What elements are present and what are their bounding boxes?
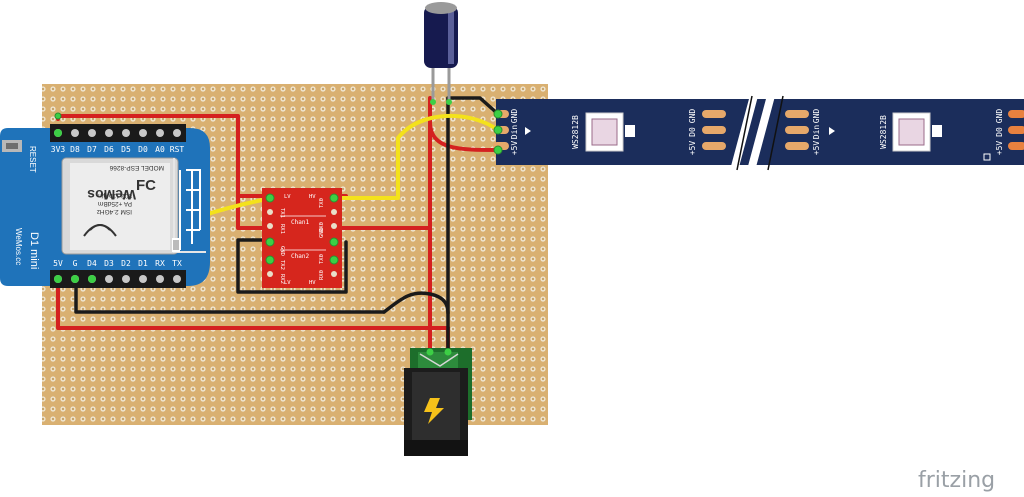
capacitor — [424, 2, 458, 105]
strip-pads-mid-left — [702, 110, 726, 150]
ls-gnd-left: GND — [279, 246, 285, 256]
strip-label-din-left: Din — [510, 125, 519, 140]
ls-tx1: TX1 — [279, 208, 285, 218]
strip-chip-label-2: WS2812B — [879, 115, 888, 149]
board-name: D1 mini — [28, 232, 40, 269]
module-standard: 802.11b/g/n — [98, 192, 132, 199]
strip-label-5v-mr: +5V — [812, 141, 821, 156]
pin-label-g: G — [73, 259, 78, 268]
pin-label-d8: D8 — [70, 145, 80, 154]
wemos-d1-mini: 3V3 D8 D7 D6 D5 D0 A0 RST 5V G D4 D3 D2 … — [0, 124, 210, 288]
reset-button — [2, 140, 22, 152]
led-strip: GND Din +5V GND D0 +5V GND Din +5V GND D… — [493, 92, 1024, 174]
ls-rx0-top: RX0 — [319, 222, 325, 232]
pin-label-d5: D5 — [121, 145, 131, 154]
strip-label-din-mr: Din — [812, 125, 821, 140]
wemos-brand: WeMos — [87, 187, 136, 203]
strip-label-gnd-mr: GND — [812, 109, 821, 124]
strip-arrow-icon — [525, 127, 531, 135]
ls-gnd-right: GND — [319, 228, 325, 238]
strip-pads-mid-right — [785, 110, 809, 150]
pin-label-d4: D4 — [87, 259, 97, 268]
pin-label-d6: D6 — [104, 145, 114, 154]
strip-label-5v-left: +5V — [510, 141, 519, 156]
wifi-icon — [83, 224, 117, 237]
ls-tx0-top: TX0 — [319, 198, 325, 208]
level-shifter: LV HV Chan1 GND GND Chan2 LV HV TX1 RX1 … — [262, 188, 342, 288]
strip-label-gnd-right: GND — [995, 109, 1004, 124]
ls-tx2: TX2 — [279, 260, 285, 270]
ls-lv-top: LV — [284, 194, 291, 200]
pin-label-tx: TX — [172, 259, 182, 268]
esp8266-module: FC MODEL ESP-8266 ISM 2.4GHz PA +25dBm 8… — [61, 157, 206, 255]
pin-label-rst: RST — [170, 145, 185, 154]
pin-label-d3: D3 — [104, 259, 114, 268]
ls-rx1: RX1 — [279, 224, 285, 234]
pin-label-d0: D0 — [138, 145, 148, 154]
strip-label-d0-ml: D0 — [688, 127, 697, 137]
strip-arrow-icon-2 — [829, 127, 835, 135]
ls-hv-top: HV — [309, 194, 316, 200]
pin-label-a0: A0 — [155, 145, 165, 154]
ls-lv-bottom: LV — [284, 280, 291, 286]
strip-label-5v-right: +5V — [995, 141, 1004, 156]
pin-label-rx: RX — [155, 259, 165, 268]
dc-power-jack — [404, 348, 472, 456]
ls-rx0-bottom: RX0 — [319, 270, 325, 280]
strip-label-d0-right: D0 — [995, 127, 1004, 137]
led-chip-2 — [892, 112, 942, 152]
antenna-trace-icon — [179, 169, 201, 250]
strip-chip-label-1: WS2812B — [571, 115, 580, 149]
pin-label-d7: D7 — [87, 145, 97, 154]
strip-label-5v-ml: +5V — [688, 141, 697, 156]
strip-pads-right — [1008, 110, 1024, 150]
led-chip-1 — [585, 112, 635, 152]
reset-label: RESET — [28, 146, 37, 173]
fritzing-watermark: fritzing — [918, 468, 995, 493]
ls-chan1: Chan1 — [291, 219, 309, 226]
pin-label-3v3: 3V3 — [51, 145, 66, 154]
module-model: MODEL ESP-8266 — [109, 164, 164, 171]
board-site: WeMos.cc — [14, 228, 23, 265]
lightning-icon — [424, 398, 444, 424]
ls-hv-bottom: HV — [309, 280, 316, 286]
module-pa: PA +25dBm — [98, 200, 132, 207]
ls-rx2: RX2 — [279, 274, 285, 284]
pin-label-d2: D2 — [121, 259, 131, 268]
strip-label-gnd-left: GND — [510, 109, 519, 124]
fcc-mark: FC — [136, 177, 156, 194]
ls-chan2: Chan2 — [291, 253, 309, 260]
pin-label-5v: 5V — [53, 259, 63, 268]
ls-tx0-bottom: TX0 — [319, 254, 325, 264]
pin-label-d1: D1 — [138, 259, 148, 268]
module-ism: ISM 2.4GHz — [97, 208, 132, 215]
strip-label-gnd-ml: GND — [688, 109, 697, 124]
